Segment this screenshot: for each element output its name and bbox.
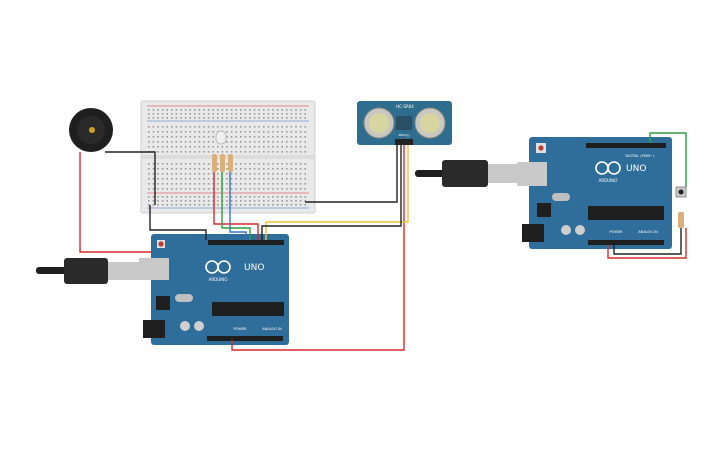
arduino-left-analog-label: ANALOG IN [262,327,282,331]
arduino-uno-left[interactable]: ARDUINO UNO POWER ANALOG IN [139,234,289,345]
wire-buzzer-black [105,151,156,205]
wire-led-red [213,172,259,240]
resistor-1 [212,154,217,172]
arduino-uno-right[interactable]: ARDUINO UNO DIGITAL (PWM~) POWER ANALOG … [517,137,672,249]
wire-sensor-gnd [305,145,398,203]
wire-led-green [221,172,251,240]
wire-sensor-echo [265,145,409,240]
arduino-right-digital-label: DIGITAL (PWM~) [625,154,655,158]
breadboard-holes [148,109,306,206]
ultrasonic-sensor[interactable]: HC-SR04 PING))) [357,101,452,145]
arduino-right-model: UNO [626,164,646,174]
arduino-left-brand: ARDUINO [209,277,228,282]
resistor-2 [220,154,225,172]
arduino-right-brand: ARDUINO [599,178,618,183]
resistor-3 [228,154,233,172]
push-button[interactable] [675,186,687,198]
arduino-left-model: UNO [244,263,264,273]
arduino-right-power-label: POWER [610,230,624,234]
wires [79,132,687,351]
sensor-sub-label: PING))) [399,133,410,137]
wire-gnd-left [149,205,207,240]
arduino-left-power-label: POWER [234,327,248,331]
wire-led-blue [229,172,247,240]
wire-right-green [649,132,687,187]
usb-cable-left[interactable] [36,258,139,284]
usb-cable-right[interactable] [415,160,518,187]
rgb-led[interactable] [215,130,227,145]
piezo-buzzer[interactable] [69,108,113,152]
wire-sensor-trig [261,145,402,240]
arduino-right-analog-label: ANALOG IN [638,230,658,234]
wire-sensor-vcc [231,145,405,351]
wire-right-black [613,228,682,255]
sensor-brand-label: HC-SR04 [396,104,414,109]
pulldown-resistor [678,212,684,228]
wire-buzzer-red [79,152,152,253]
wire-right-red [607,228,687,259]
